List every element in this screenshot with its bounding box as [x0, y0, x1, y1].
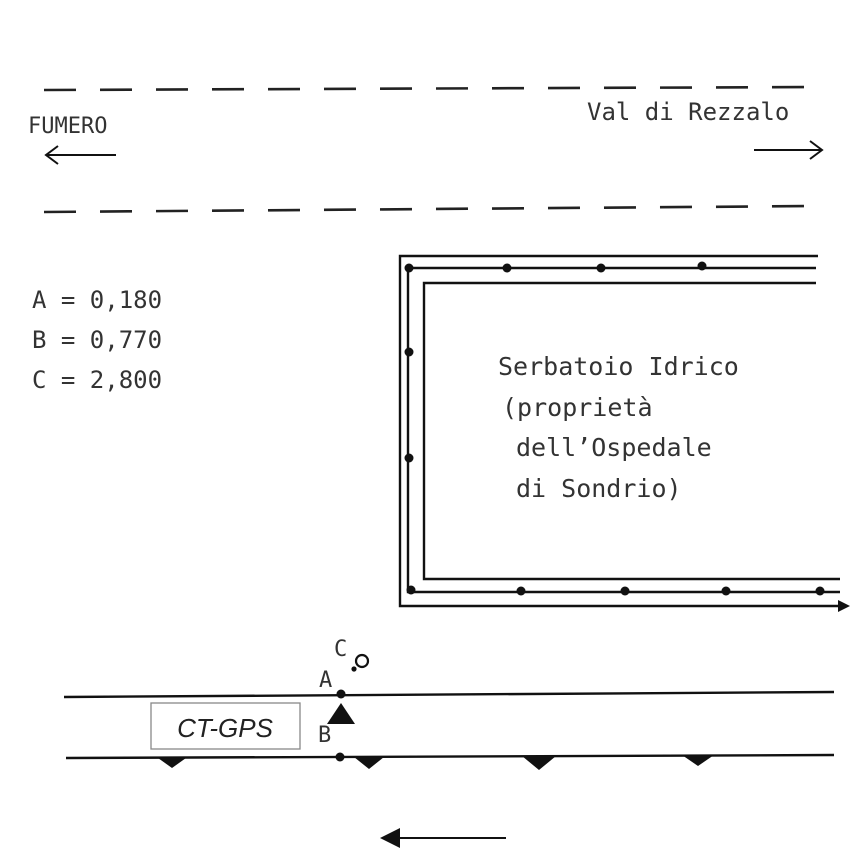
- legend-a: A = 0,180: [32, 286, 162, 314]
- fence-post: [815, 586, 825, 596]
- enclosure-edge-arrow-icon: [838, 600, 850, 612]
- point-b-marker: [335, 752, 345, 762]
- reservoir-label-line-2: (proprietà: [502, 393, 653, 422]
- enclosure-wall-inner: [422, 281, 840, 581]
- fence-post: [721, 586, 731, 596]
- point-a-marker: [336, 689, 346, 699]
- right-destination-label: Val di Rezzalo: [587, 98, 789, 126]
- reservoir-label-line-4: di Sondrio): [516, 474, 682, 503]
- point-b-label: B: [318, 723, 331, 748]
- bottom-left-arrow-icon: [380, 828, 506, 848]
- point-c-dot: [351, 666, 357, 672]
- station-box: CT-GPS: [150, 702, 301, 750]
- legend-c: C = 2,800: [32, 366, 162, 394]
- triangle-marker-icon: [327, 703, 355, 724]
- road: [43, 85, 827, 214]
- fence-post: [697, 261, 707, 271]
- fence-post: [404, 347, 414, 357]
- lower-strip-line-top: [63, 690, 835, 699]
- right-arrow-icon: [754, 140, 824, 160]
- road-edge-top: [43, 85, 827, 92]
- enclosure-wall-outer: [398, 254, 842, 608]
- reservoir-enclosure: [398, 254, 842, 608]
- lower-strip-line-bottom: [65, 753, 835, 760]
- point-a-label: A: [319, 668, 332, 693]
- fence-post: [596, 263, 606, 273]
- strip-marker-icon: [522, 756, 556, 770]
- road-edge-bottom: [43, 204, 819, 214]
- strip-marker-icon: [682, 755, 714, 766]
- reservoir-label-line-3: dell’Ospedale: [516, 433, 712, 462]
- point-c-marker: [354, 653, 370, 669]
- strip-marker-icon: [354, 757, 384, 769]
- fence-post: [502, 263, 512, 273]
- strip-markers: [158, 755, 714, 770]
- reservoir-label-line-1: Serbatoio Idrico: [498, 352, 739, 381]
- point-c-label: C: [334, 637, 347, 662]
- fence-posts: [404, 261, 825, 596]
- strip-marker-icon: [158, 758, 186, 768]
- fence-post: [404, 263, 414, 273]
- fence-post: [620, 586, 630, 596]
- enclosure-wall-middle: [406, 266, 840, 594]
- fence-post: [406, 585, 416, 595]
- survey-points: A B C: [318, 637, 370, 762]
- fence-post: [404, 453, 414, 463]
- legend: A = 0,180 B = 0,770 C = 2,800: [32, 286, 162, 394]
- fence-post: [516, 586, 526, 596]
- station-box-frame: [150, 702, 301, 750]
- station-label: CT-GPS: [177, 713, 273, 743]
- left-arrow-icon: [44, 145, 116, 165]
- reservoir-label: Serbatoio Idrico (proprietà dell’Ospedal…: [498, 352, 739, 503]
- left-destination-label: FUMERO: [28, 114, 107, 139]
- legend-b: B = 0,770: [32, 326, 162, 354]
